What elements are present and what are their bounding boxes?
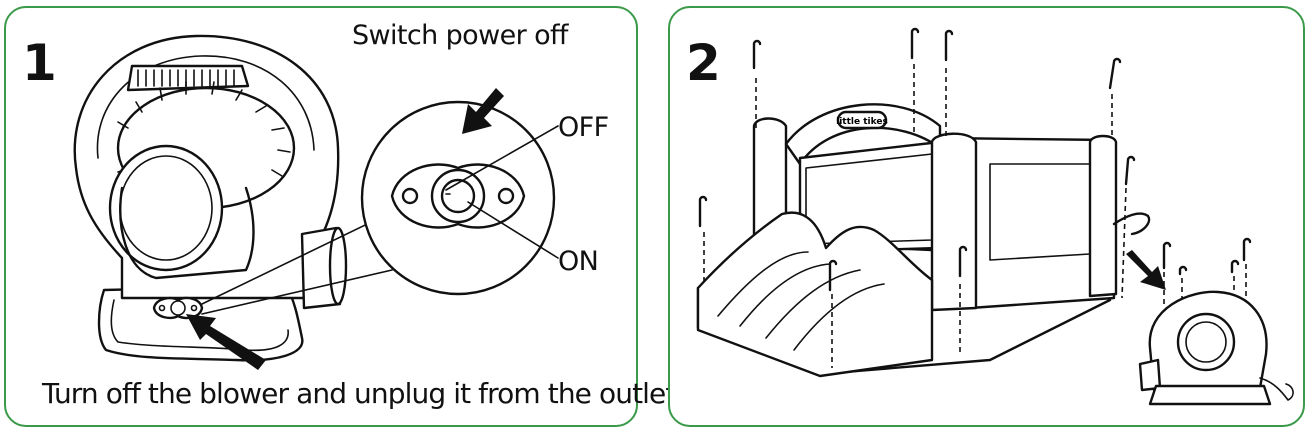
switch-power-off-label: Switch power off <box>352 20 568 51</box>
arrow-to-blower <box>1126 250 1166 290</box>
step-2-panel: 2 little tikes <box>668 6 1305 427</box>
slide <box>696 211 934 378</box>
step-2-number: 2 <box>686 34 721 92</box>
step-1-number: 1 <box>22 34 57 92</box>
on-label: ON <box>558 246 599 277</box>
brand-label: little tikes <box>836 117 888 127</box>
ground-stakes <box>698 27 1252 368</box>
off-label: OFF <box>558 112 609 143</box>
step-1-caption: Turn off the blower and unplug it from t… <box>42 377 684 410</box>
brand-badge <box>836 110 888 130</box>
step-1-panel: 1 Switch power off OFF ON Turn off the b… <box>4 6 684 427</box>
arrow-to-blower-switch <box>186 314 266 370</box>
blower-illustration <box>73 34 559 370</box>
bounce-house-illustration: little tikes <box>696 27 1294 406</box>
blower-switch-plate <box>152 296 204 320</box>
small-blower <box>1138 290 1294 406</box>
arrow-to-switch <box>462 88 504 134</box>
